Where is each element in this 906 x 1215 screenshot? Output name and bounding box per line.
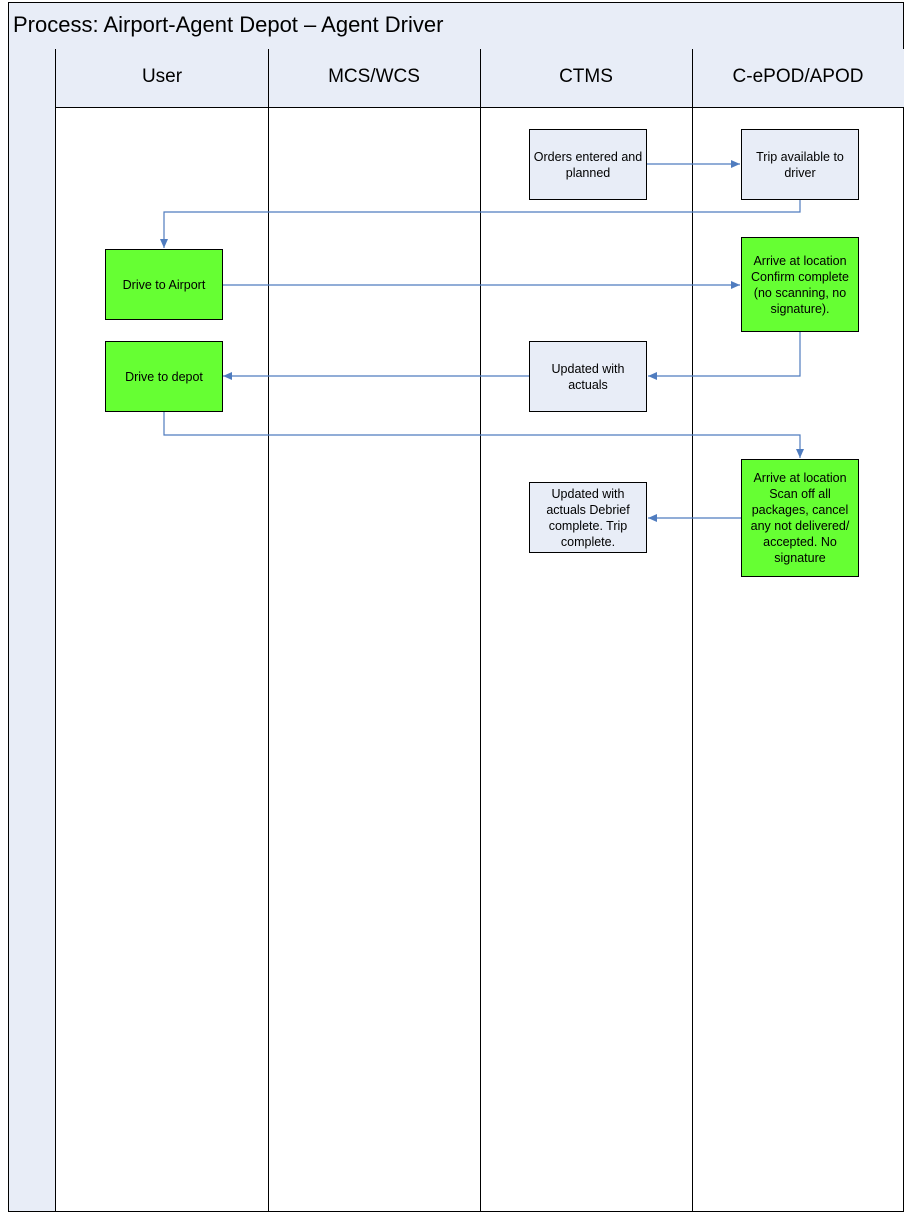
lane-header-user: User xyxy=(56,49,268,108)
process-title: Process: Airport-Agent Depot – Agent Dri… xyxy=(8,2,904,50)
step-updated-debrief: Updated with actuals Debrief complete. T… xyxy=(529,482,647,553)
step-arrive-scan: Arrive at location Scan off all packages… xyxy=(741,459,859,577)
connector-drive-depot-to-arrive-scan xyxy=(163,412,804,458)
step-arrive-confirm: Arrive at location Confirm complete (no … xyxy=(741,237,859,332)
connector-arrive-to-updated xyxy=(648,332,801,380)
step-drive-to-airport: Drive to Airport xyxy=(105,249,223,320)
pool-label-band xyxy=(8,49,56,1212)
step-updated-actuals: Updated with actuals xyxy=(529,341,647,412)
lane-header-mcs-wcs: MCS/WCS xyxy=(268,49,480,108)
lane-divider xyxy=(480,49,481,1212)
step-drive-to-depot: Drive to depot xyxy=(105,341,223,412)
step-orders-entered: Orders entered and planned xyxy=(529,129,647,200)
connector-trip-to-drive-airport xyxy=(160,200,801,248)
swimlane-frame xyxy=(8,2,904,1212)
lane-divider xyxy=(692,49,693,1212)
lane-divider xyxy=(268,49,269,1212)
lane-header-ctms: CTMS xyxy=(480,49,692,108)
step-trip-available: Trip available to driver xyxy=(741,129,859,200)
lane-header-c-epod-apod: C-ePOD/APOD xyxy=(692,49,904,108)
